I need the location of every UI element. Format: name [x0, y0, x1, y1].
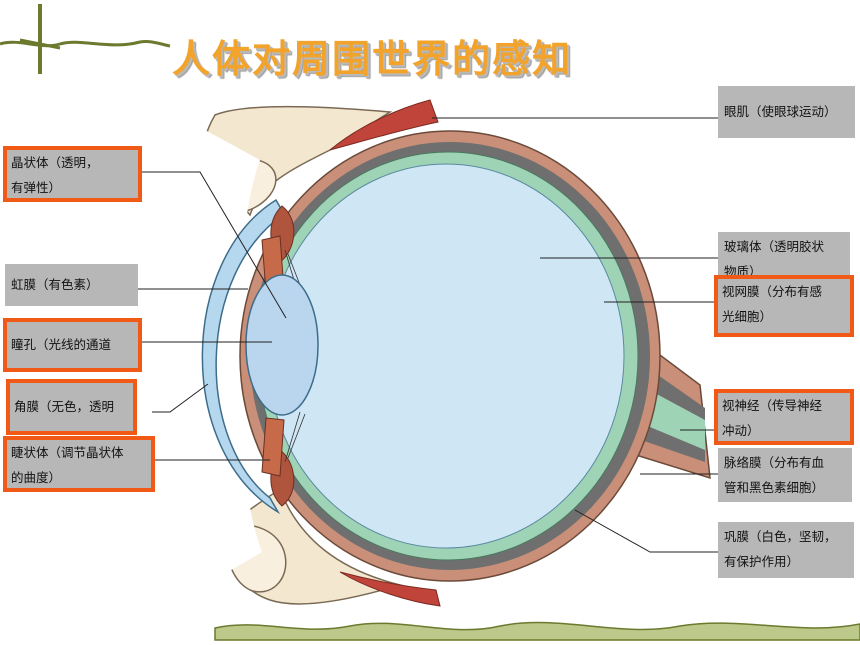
- label-optic-nerve: 视神经（传导神经 冲动）: [714, 389, 854, 445]
- label-lens: 晶状体（透明， 有弹性）: [3, 146, 142, 202]
- lens: [245, 274, 319, 416]
- label-sclera: 巩膜（白色，坚韧， 有保护作用）: [718, 522, 854, 578]
- leader-lines: [138, 117, 718, 553]
- decorative-vine-top: [0, 4, 171, 74]
- label-retina: 视网膜（分布有感 光细胞）: [714, 275, 854, 337]
- label-cornea: 角膜（无色，透明: [6, 379, 137, 435]
- label-iris: 虹膜（有色素）: [5, 264, 138, 306]
- decorative-vine-bottom: [214, 621, 860, 641]
- eye-muscle-upper: [329, 99, 439, 151]
- label-vitreous-body: 玻璃体（透明胶状 物质）: [718, 232, 850, 284]
- vitreous-body: [267, 163, 625, 549]
- label-pupil: 瞳孔（光线的通道: [3, 318, 142, 372]
- page-title: 人体对周围世界的感知: [172, 37, 573, 81]
- iris-lower: [261, 417, 285, 477]
- label-ciliary-body: 睫状体（调节晶状体 的曲度）: [3, 436, 155, 492]
- eye-muscle-lower: [339, 571, 441, 607]
- label-eye-muscle: 眼肌（使眼球运动）: [718, 86, 855, 138]
- label-choroid: 脉络膜（分布有血 管和黑色素细胞）: [718, 448, 852, 502]
